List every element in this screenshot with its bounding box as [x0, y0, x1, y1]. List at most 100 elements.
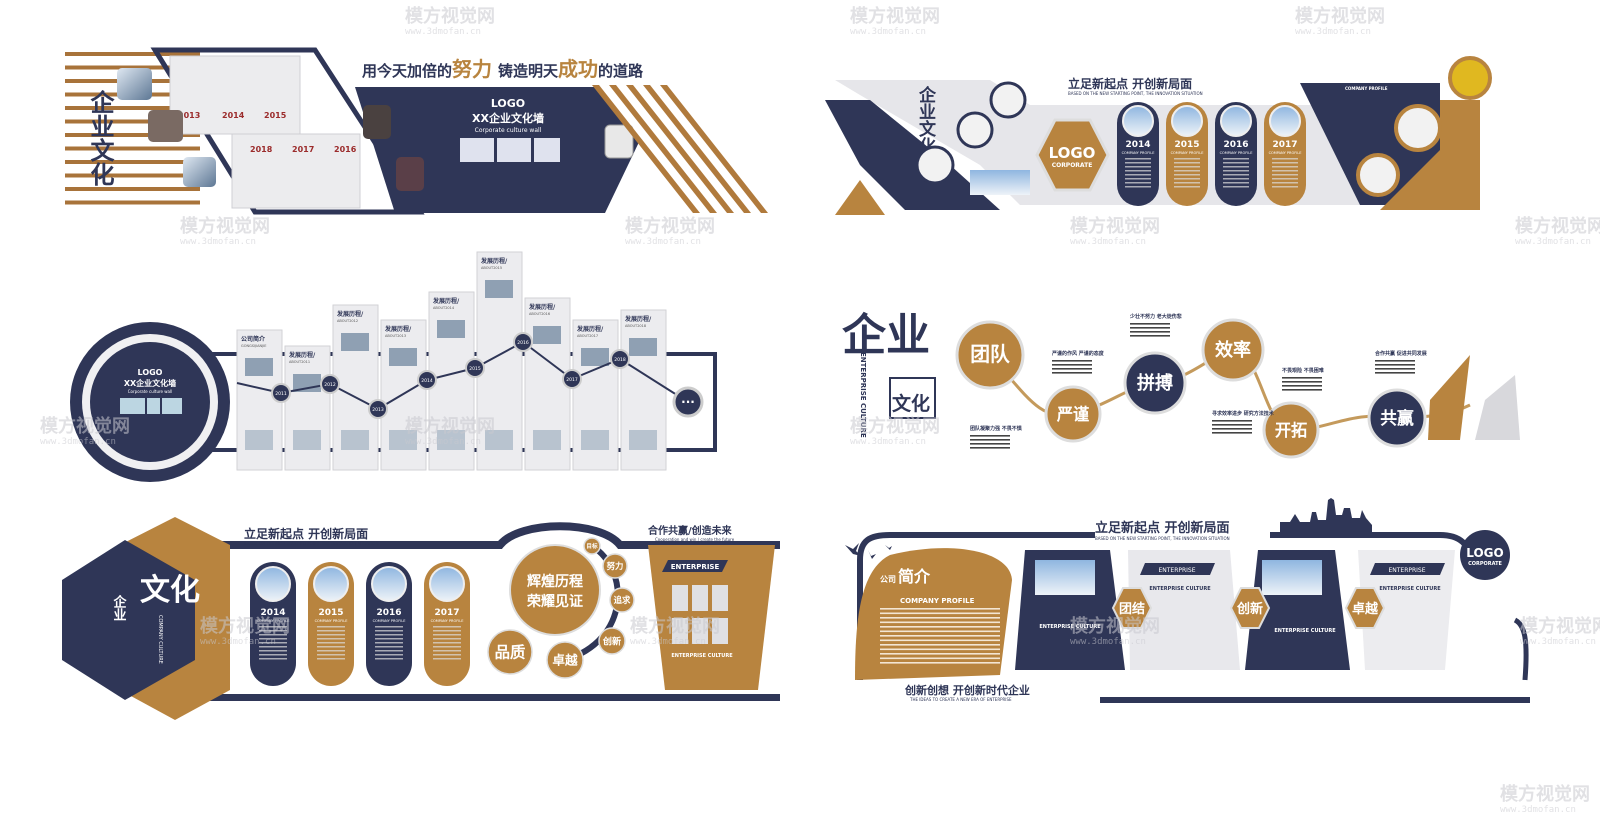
- small-circle: [487, 629, 533, 675]
- value-label: 开拓: [1275, 421, 1307, 440]
- text-line: [1272, 166, 1298, 168]
- enterprise-culture: ENTERPRISE CULTURE: [1039, 624, 1101, 630]
- heading: 立足新起点 开创新局面: [244, 526, 368, 541]
- year-label: 2016: [376, 608, 401, 618]
- more-button[interactable]: [672, 386, 704, 418]
- vertical-title: 企业文化: [915, 85, 937, 154]
- text-line: [433, 650, 461, 652]
- column-title: 发展历程/: [432, 297, 460, 305]
- timeline-year: 2012: [324, 382, 336, 388]
- timeline-year: 2013: [372, 407, 384, 413]
- enterprise-label: ENTERPRISE: [671, 563, 720, 571]
- column-title: 发展历程/: [288, 351, 316, 359]
- title-small: 企业: [111, 594, 128, 621]
- timeline-dot: [271, 383, 291, 403]
- photo: [533, 430, 561, 450]
- photo: [389, 430, 417, 450]
- navy-band: [220, 522, 780, 549]
- text-line: [1223, 186, 1249, 188]
- image-frame: [712, 618, 728, 644]
- watermark-brand: 模方视觉网: [40, 415, 130, 437]
- photo-circle: [1448, 56, 1492, 100]
- text-line: [259, 658, 287, 660]
- text-line: [259, 630, 287, 632]
- text-line: [1125, 166, 1151, 168]
- subheading: BASED ON THE NEW STARTING POINT, THE INN…: [244, 541, 379, 546]
- text-line: [1375, 372, 1415, 374]
- panel-company-profile: 公司 简介 COMPANY PROFILE ENTERPRISE ENTERPR…: [845, 498, 1530, 703]
- brown-diagonal-stripe: [643, 85, 751, 213]
- text-line: [1223, 174, 1249, 176]
- card-label: COMPANY PROFILE: [1171, 151, 1204, 155]
- text-line: [433, 630, 461, 632]
- photo: [485, 280, 513, 298]
- timeline-year: 2014: [421, 378, 433, 384]
- text-line: [1212, 432, 1252, 434]
- history-columns: 公司简介GONGSIJIANJIE发展历程/ABOUT2011发展历程/ABOU…: [236, 251, 667, 471]
- image-frame: [692, 618, 708, 644]
- text-line: [1125, 162, 1151, 164]
- brown-wing: [1428, 355, 1470, 440]
- photo: [363, 105, 391, 139]
- watermark-brand: 模方视觉网: [1515, 215, 1600, 237]
- bird-icon: [885, 545, 892, 550]
- text-line: [1272, 186, 1298, 188]
- watermark-url: www.3dmofan.cn: [405, 27, 481, 37]
- text-line: [1130, 327, 1170, 329]
- navy-bottom-bar: [1100, 697, 1530, 703]
- brown-stripe: [65, 133, 200, 137]
- enterprise-tag: [1140, 563, 1215, 575]
- right-heading: 合作共赢/创造未来: [647, 524, 733, 537]
- column-sub: ABOUT2013: [385, 334, 406, 338]
- image-frame: [120, 398, 145, 414]
- brown-diagonal-stripe: [609, 85, 717, 213]
- watermark-url: www.3dmofan.cn: [630, 637, 706, 647]
- photo-circle: [1171, 105, 1203, 137]
- image-frame: [672, 585, 688, 611]
- watermark-brand: 模方视觉网: [1070, 615, 1160, 637]
- text-line: [1174, 162, 1200, 164]
- value-circle: [1201, 318, 1265, 382]
- photo-circle: [371, 566, 407, 602]
- brown-stripe: [65, 200, 200, 205]
- photo: [341, 430, 369, 450]
- text-line: [970, 443, 1010, 445]
- photo-circle: [1269, 105, 1301, 137]
- panel-timeline-wall-2: 企业文化 立足新起点 开创新局面 BASED ON THE NEW STARTI…: [825, 56, 1492, 215]
- brown-diagonal-stripes: [592, 85, 768, 213]
- text-line: [1282, 389, 1322, 391]
- text-line: [317, 626, 345, 628]
- card-label: COMPANY PROFILE: [373, 619, 406, 623]
- heading: 立足新起点 开创新局面: [1095, 520, 1230, 536]
- text-line: [259, 642, 287, 644]
- value-caption: 团队凝聚力强 不畏不惧: [970, 425, 1022, 432]
- watermark-url: www.3dmofan.cn: [1520, 637, 1596, 647]
- small-circle-label: 目标: [586, 542, 598, 550]
- watermark-brand: 模方视觉网: [405, 415, 495, 437]
- photo: [183, 157, 216, 187]
- logo: LOGO: [491, 97, 525, 110]
- text-line: [1125, 178, 1151, 180]
- photo: [341, 333, 369, 351]
- image-frame: [692, 585, 708, 611]
- value-hexagon: [1111, 587, 1153, 629]
- brown-stripe: [65, 173, 200, 178]
- watermark-brand: 模方视觉网: [625, 215, 715, 237]
- watermark-url: www.3dmofan.cn: [850, 27, 926, 37]
- text-line: [259, 654, 287, 656]
- timeline-line: [236, 340, 689, 411]
- profile-en: COMPANY PROFILE: [900, 597, 975, 605]
- timeline-year: 2016: [517, 340, 529, 346]
- timeline-dot: [320, 374, 340, 394]
- timeline-year: 2017: [566, 377, 578, 383]
- year-label: 2014: [222, 111, 245, 120]
- column-sub: GONGSIJIANJIE: [241, 344, 266, 348]
- wall-title: XX企业文化墙: [472, 111, 544, 125]
- watermark-url: www.3dmofan.cn: [1070, 237, 1146, 247]
- column-title: 发展历程/: [576, 325, 604, 333]
- bird-icon: [868, 550, 876, 559]
- column-sub: ABOUT2012: [337, 319, 358, 323]
- text-line: [880, 662, 1000, 664]
- column-title: 发展历程/: [528, 303, 556, 311]
- title-big: 企业: [842, 310, 930, 361]
